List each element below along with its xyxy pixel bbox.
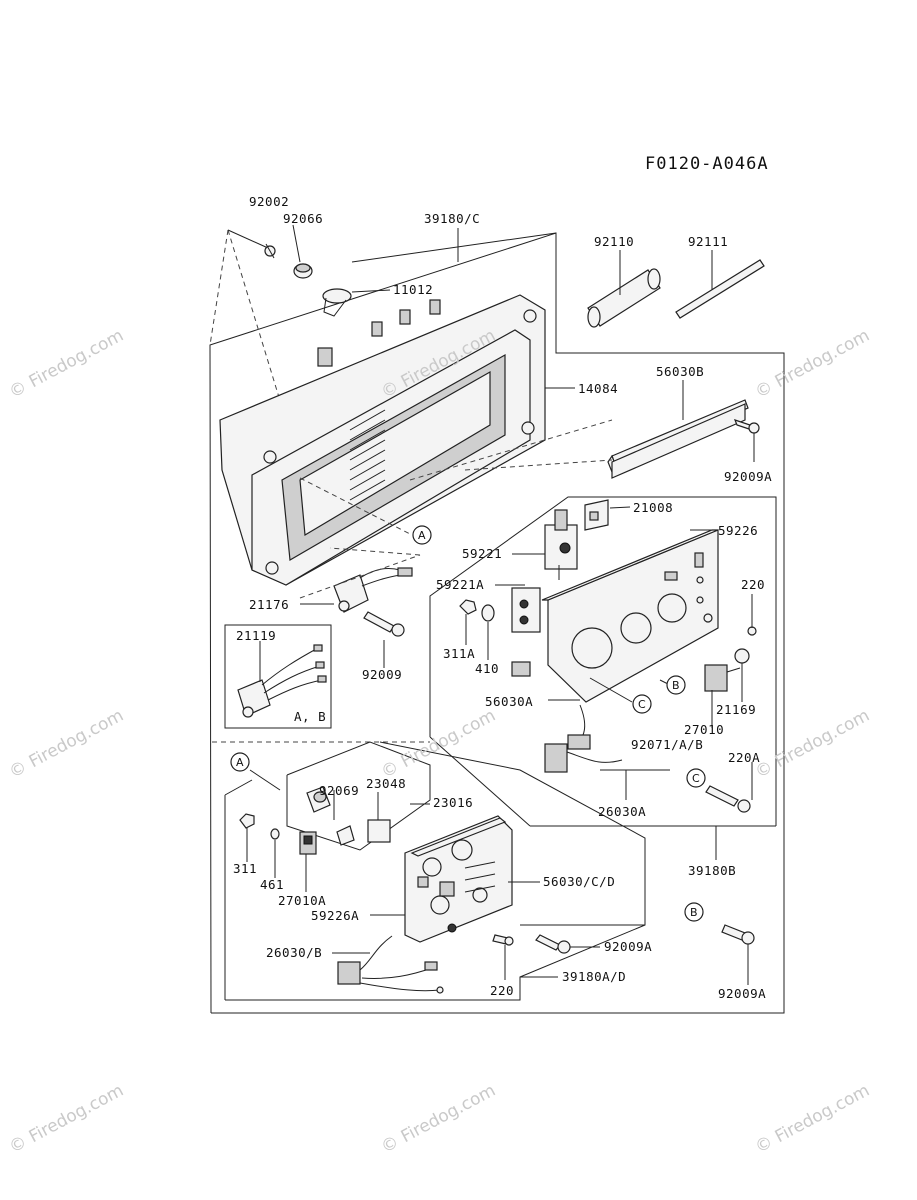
part-label-92009a-bottom: 92009A bbox=[718, 986, 767, 1001]
part-label-23048: 23048 bbox=[366, 776, 407, 791]
connector-56030a-icon bbox=[511, 661, 531, 677]
part-label-39180c: 39180/C bbox=[424, 211, 481, 226]
callout-a-bottom-icon: A bbox=[230, 752, 250, 772]
part-label-14084: 14084 bbox=[578, 381, 619, 396]
part-label-39180b: 39180B bbox=[688, 863, 737, 878]
lamp-92069-icon bbox=[306, 786, 331, 813]
control-panel-box-14084-icon bbox=[219, 294, 546, 586]
clip-11012-icon bbox=[322, 288, 352, 317]
socket-wrench-92110-icon bbox=[587, 268, 661, 328]
part-label-27010: 27010 bbox=[684, 722, 725, 737]
callout-b-screw-letter: B bbox=[690, 906, 698, 919]
part-label-11012: 11012 bbox=[393, 282, 434, 297]
part-label-27010a: 27010A bbox=[278, 893, 327, 908]
part-label-56030a: 56030A bbox=[485, 694, 534, 709]
callout-c-screw-icon: C bbox=[686, 768, 706, 788]
part-label-311: 311 bbox=[233, 861, 258, 876]
callout-b-panel-letter: B bbox=[672, 679, 680, 692]
part-label-220a: 220A bbox=[728, 750, 761, 765]
part-label-56030b: 56030B bbox=[656, 364, 705, 379]
screw-220a-icon bbox=[705, 785, 751, 813]
part-label-92009a-top: 92009A bbox=[724, 469, 773, 484]
part-label-311a: 311A bbox=[443, 646, 476, 661]
wire-harness-26030b-icon bbox=[337, 935, 444, 994]
part-label-220-top: 220 bbox=[741, 577, 766, 592]
panel-59226a-icon bbox=[404, 815, 513, 943]
cap-92066-icon bbox=[293, 263, 313, 279]
component-21119-icon bbox=[237, 644, 327, 718]
part-label-92009a-mid: 92009A bbox=[604, 939, 653, 954]
part-label-92066: 92066 bbox=[283, 211, 324, 226]
screw-92009a-bottom-icon bbox=[721, 924, 755, 945]
front-panel-59226-icon bbox=[541, 529, 719, 703]
diagram-code: F0120-A046A bbox=[645, 154, 769, 174]
callout-a-top-letter: A bbox=[418, 529, 426, 542]
part-label-92071-a-b: 92071/A/B bbox=[631, 737, 704, 752]
outer-assembly-frame bbox=[209, 232, 785, 1014]
part-label-56030-c-d: 56030/C/D bbox=[543, 874, 616, 889]
screw-92002-icon bbox=[264, 243, 276, 259]
part-label-21119: 21119 bbox=[236, 628, 277, 643]
washer-410-icon bbox=[481, 604, 495, 622]
toggle-switch-21169-icon bbox=[704, 648, 750, 692]
switch-21008-icon bbox=[584, 499, 609, 531]
callout-b-panel-icon: B bbox=[666, 675, 686, 695]
part-label-21169: 21169 bbox=[716, 702, 757, 717]
component-21119-inset-frame bbox=[224, 624, 332, 729]
cover-23048-icon bbox=[367, 819, 391, 843]
screw-220-bottom-icon bbox=[492, 934, 514, 946]
callout-c-panel-letter: C bbox=[638, 698, 646, 711]
screw-220-top-icon bbox=[747, 626, 757, 636]
part-label-a-b: A, B bbox=[294, 709, 327, 724]
part-label-59221: 59221 bbox=[462, 546, 503, 561]
part-label-92111: 92111 bbox=[688, 234, 729, 249]
part-label-410: 410 bbox=[475, 661, 500, 676]
part-label-26030a: 26030A bbox=[598, 804, 647, 819]
screw-92009a-top-icon bbox=[733, 419, 760, 434]
part-label-92009: 92009 bbox=[362, 667, 403, 682]
screw-92009a-mid-icon bbox=[535, 934, 571, 954]
outlet-59221-icon bbox=[544, 509, 578, 580]
part-label-92110: 92110 bbox=[594, 234, 635, 249]
part-label-59226: 59226 bbox=[718, 523, 759, 538]
cover-plate-56030b-icon bbox=[607, 399, 749, 479]
bulb-23048-icon bbox=[336, 825, 355, 846]
part-label-23016: 23016 bbox=[433, 795, 474, 810]
callout-a-bottom-letter: A bbox=[236, 756, 244, 769]
callout-a-top-icon: A bbox=[412, 525, 432, 545]
bar-92111-icon bbox=[675, 259, 765, 319]
callout-c-screw-letter: C bbox=[692, 772, 700, 785]
part-label-39180a-d: 39180A/D bbox=[562, 969, 627, 984]
component-21176-icon bbox=[333, 567, 413, 613]
part-label-461: 461 bbox=[260, 877, 285, 892]
part-label-21176: 21176 bbox=[249, 597, 290, 612]
wire-harness-26030a-icon bbox=[544, 704, 623, 773]
washer-461-icon bbox=[270, 828, 280, 840]
nut-311a-icon bbox=[459, 599, 477, 615]
switch-27010a-icon bbox=[299, 831, 317, 855]
callout-b-screw-icon: B bbox=[684, 902, 704, 922]
nut-311-icon bbox=[239, 813, 255, 829]
callout-c-panel-icon: C bbox=[632, 694, 652, 714]
part-label-21008: 21008 bbox=[633, 500, 674, 515]
part-label-26030-b: 26030/B bbox=[266, 945, 323, 960]
part-label-59221a: 59221A bbox=[436, 577, 485, 592]
part-label-92069: 92069 bbox=[319, 783, 360, 798]
screw-92009-icon bbox=[363, 611, 405, 637]
outlet-59221a-icon bbox=[511, 587, 541, 633]
part-label-59226a: 59226A bbox=[311, 908, 360, 923]
part-label-220-bottom: 220 bbox=[490, 983, 515, 998]
part-label-92002: 92002 bbox=[249, 194, 290, 209]
